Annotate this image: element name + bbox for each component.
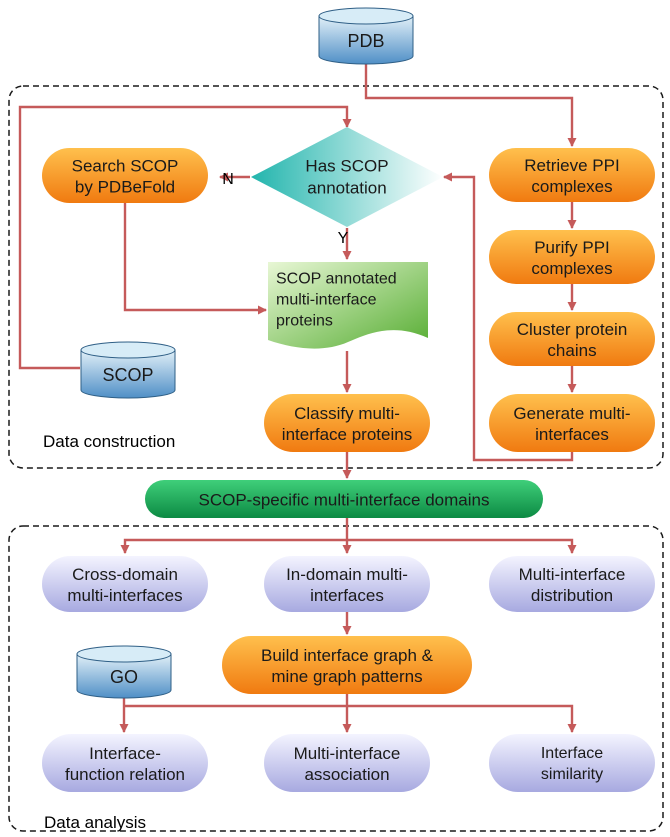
search-scop-label-line: by PDBeFold bbox=[75, 178, 175, 197]
edge-generate-to-diamond bbox=[443, 172, 574, 462]
similarity-label-line: similarity bbox=[541, 766, 603, 783]
retrieve-ppi-label-line: complexes bbox=[531, 177, 612, 196]
has-scop-annotation-decision: Has SCOP annotation bbox=[251, 127, 443, 227]
has-scop-label-line: Has SCOP bbox=[305, 157, 388, 176]
edge-pdb-to-retrieve bbox=[364, 58, 577, 147]
similarity-label-line: Interface bbox=[541, 745, 603, 762]
search-scop-node: Search SCOP by PDBeFold bbox=[42, 148, 208, 203]
build-graph-node: Build interface graph & mine graph patter… bbox=[222, 636, 472, 694]
classify-node: Classify multi-interface proteins bbox=[264, 394, 430, 452]
edge-branch-to-similarity bbox=[124, 704, 577, 733]
association-label-line: association bbox=[304, 765, 389, 784]
generate-multi-label-line: interfaces bbox=[535, 425, 609, 444]
scop-annotated-label-line: multi-interface bbox=[276, 292, 377, 309]
pdb-label: PDB bbox=[347, 31, 384, 51]
branch-label-yes: Y bbox=[338, 230, 349, 247]
association-label-line: Multi-interface bbox=[294, 744, 401, 763]
classify-label-line: interface proteins bbox=[282, 425, 412, 444]
function-relation-label-line: function relation bbox=[65, 765, 185, 784]
association-node: Multi-interface association bbox=[264, 734, 430, 792]
go-db-database-icon: GO bbox=[76, 645, 172, 699]
purify-ppi-label-line: complexes bbox=[531, 259, 612, 278]
cross-domain-label-line: multi-interfaces bbox=[67, 586, 182, 605]
scop-specific-domains-label: SCOP-specific multi-interface domains bbox=[199, 491, 490, 510]
function-relation-node: Interface-function relation bbox=[42, 734, 208, 792]
cluster-chains-node: Cluster protein chains bbox=[489, 312, 655, 366]
go-db-label: GO bbox=[110, 667, 138, 687]
scop-annotated-label-line: SCOP annotated bbox=[276, 271, 397, 288]
purify-ppi-label-line: Purify PPI bbox=[534, 238, 610, 257]
scop-annotated-proteins-document: SCOP annotated multi-interface proteins bbox=[268, 262, 428, 349]
scop-specific-domains-band: SCOP-specific multi-interface domains bbox=[145, 480, 543, 518]
cluster-chains-label-line: Cluster protein bbox=[517, 320, 628, 339]
generate-multi-label-line: Generate multi- bbox=[513, 404, 630, 423]
scop-annotated-label-line: proteins bbox=[276, 313, 333, 330]
region-data-construction bbox=[8, 85, 664, 469]
edge-band-to-distribution bbox=[347, 538, 577, 554]
search-scop-label-line: Search SCOP bbox=[72, 157, 179, 176]
build-graph-label-line: Build interface graph & bbox=[261, 646, 434, 665]
retrieve-ppi-node: Retrieve PPI complexes bbox=[489, 148, 655, 202]
region-label-data-construction: Data construction bbox=[43, 432, 175, 451]
in-domain-node: In-domain multi-interfaces bbox=[264, 556, 430, 612]
build-graph-label-line: mine graph patterns bbox=[271, 667, 422, 686]
branch-label-no: N bbox=[222, 171, 234, 188]
purify-ppi-node: Purify PPI complexes bbox=[489, 230, 655, 284]
retrieve-ppi-label-line: Retrieve PPI bbox=[524, 156, 619, 175]
edge-scop-loop-to-diamond bbox=[18, 105, 352, 370]
generate-multi-node: Generate multi-interfaces bbox=[489, 394, 655, 452]
region-label-data-analysis: Data analysis bbox=[44, 813, 146, 832]
edge-search-to-doc bbox=[123, 203, 267, 315]
similarity-node: Interface similarity bbox=[489, 734, 655, 792]
scop-db-label: SCOP bbox=[102, 365, 153, 385]
distribution-label-line: Multi-interface bbox=[519, 565, 626, 584]
pdb-database-icon: PDB bbox=[318, 7, 414, 65]
in-domain-label-line: interfaces bbox=[310, 586, 384, 605]
edge-band-to-cross bbox=[120, 538, 347, 554]
cluster-chains-label-line: chains bbox=[547, 341, 596, 360]
in-domain-label-line: In-domain multi- bbox=[286, 565, 408, 584]
classify-label-line: Classify multi- bbox=[294, 404, 400, 423]
region-data-analysis bbox=[8, 525, 664, 832]
cross-domain-node: Cross-domain multi-interfaces bbox=[42, 556, 208, 612]
scop-db-database-icon: SCOP bbox=[80, 341, 176, 399]
distribution-node: Multi-interface distribution bbox=[489, 556, 655, 612]
cross-domain-label-line: Cross-domain bbox=[72, 565, 178, 584]
distribution-label-line: distribution bbox=[531, 586, 613, 605]
has-scop-label-line: annotation bbox=[307, 179, 386, 198]
function-relation-label-line: Interface- bbox=[89, 744, 161, 763]
